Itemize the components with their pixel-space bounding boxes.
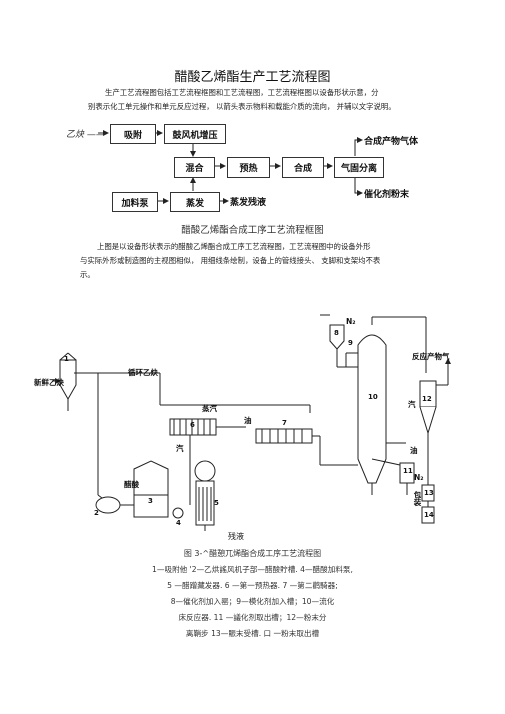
equip-number-3: 3 [148, 497, 153, 505]
box-absorb: 吸附 [110, 124, 156, 144]
page-title: 醋酸乙烯酯生产工艺流程图 [174, 70, 331, 85]
equip-number-4: 4 [176, 519, 181, 527]
package-label: 包装 [413, 491, 422, 506]
box-feed-pump: 加料泵 [112, 192, 158, 212]
equip-number-1: 1 [64, 355, 69, 363]
product-gas-label: 反应产物气 [412, 352, 450, 361]
equip-number-6: 6 [190, 421, 195, 429]
legend-line-2: 5 —醋蹭藏发器. 6 —第一预热器. 7 —第二鹳騎器; [167, 581, 338, 590]
nitrogen-label-1: N₂ [346, 317, 356, 326]
equip-number-10: 10 [368, 393, 378, 401]
box-gas-solid-separation: 气固分离 [334, 157, 384, 178]
para2-line-1: 上图是以设备形状表示的醋酸乙烯酯合成工序工艺流程图，工艺流程图中的设备外形 [97, 242, 371, 251]
acetylene-input-label: 乙炔 [66, 130, 85, 140]
steam-label-2: 汽 [176, 444, 184, 453]
acetic-acid-label: 醋酸 [124, 480, 139, 489]
box-evaporation: 蒸发 [170, 192, 220, 212]
box-blower: 鼓风机增压 [164, 124, 226, 144]
steam-label-1: 蒸汽 [202, 404, 217, 413]
nitrogen-label-2: N₂ [414, 473, 424, 482]
equip-number-13: 13 [424, 489, 434, 497]
equip-number-5: 5 [214, 499, 219, 507]
legend-line-5: 离鞘步 13—賑末受槽. 口 一粉末取出槽 [185, 629, 320, 638]
equip-number-8: 8 [334, 329, 339, 337]
equip-number-12: 12 [422, 395, 432, 403]
equip-number-9: 9 [348, 339, 353, 347]
oil-label-1: 油 [244, 416, 252, 425]
block-flow-diagram: 乙炔 —— 吸附 鼓风机增压 混合 预热 合成 气固分离 加料泵 蒸发 合成产物… [0, 118, 505, 218]
box-mix: 混合 [174, 157, 215, 178]
block-diagram-caption: 醋酸乙烯酯合成工序工艺流程框图 [181, 225, 324, 236]
legend-line-3: 8—催化剂加入罂；9—模化剂加入槽；10—流化 [170, 597, 335, 606]
oil-label-2: 油 [410, 446, 418, 455]
residue-label: 残液 [228, 532, 244, 541]
steam-label-3: 汽 [408, 400, 416, 409]
para2-line-2: 与实际外形或制造图的主视图相似， 用细线条绘制，设备上的管线接头、 支脚和支架均… [80, 256, 381, 265]
para2-line-3: 示。 [80, 270, 95, 279]
legend-line-1: 1—吸附他 '2—乙烘謠风机子部—醋酸貯槽. 4—醋酸加料泵, [152, 565, 353, 574]
box-synthesis: 合成 [282, 157, 324, 178]
equip-number-11: 11 [403, 467, 413, 475]
equip-number-2: 2 [94, 509, 99, 517]
output-catalyst-powder: 催化剂粉末 [364, 190, 410, 200]
process-flow-drawing [52, 314, 451, 531]
legend-line-4: 床反应器. 11 —議化剂取出槽；12—粉末分 [178, 613, 327, 622]
intro-line-1: 生产工艺流程图包括工艺流程框图和工艺流程图，工艺流程框图以设备形状示意，分 [105, 88, 379, 97]
equip-number-7: 7 [282, 419, 287, 427]
process-flow-diagram: 新鲜乙炔 循环乙炔 醋酸 蒸汽 汽 汽 油 油 N₂ N₂ 反应产物气 包装 残… [0, 295, 505, 545]
box-preheat: 预热 [227, 157, 270, 178]
recycle-acetylene-label: 循环乙炔 [128, 368, 158, 377]
output-evaporation-residue: 蒸发残液 [230, 198, 267, 208]
fresh-acetylene-label: 新鲜乙炔 [34, 378, 64, 387]
output-product-gas: 合成产物气体 [364, 137, 419, 147]
equip-number-14: 14 [424, 511, 434, 519]
intro-line-2: 别表示化工单元操作和单元反应过程， 以箭头表示物料和载能介质的流向， 并辅以文字… [88, 102, 396, 111]
figure-caption: 图 3-^醋憩兀烯酯合成工序工艺流程图 [183, 549, 322, 558]
